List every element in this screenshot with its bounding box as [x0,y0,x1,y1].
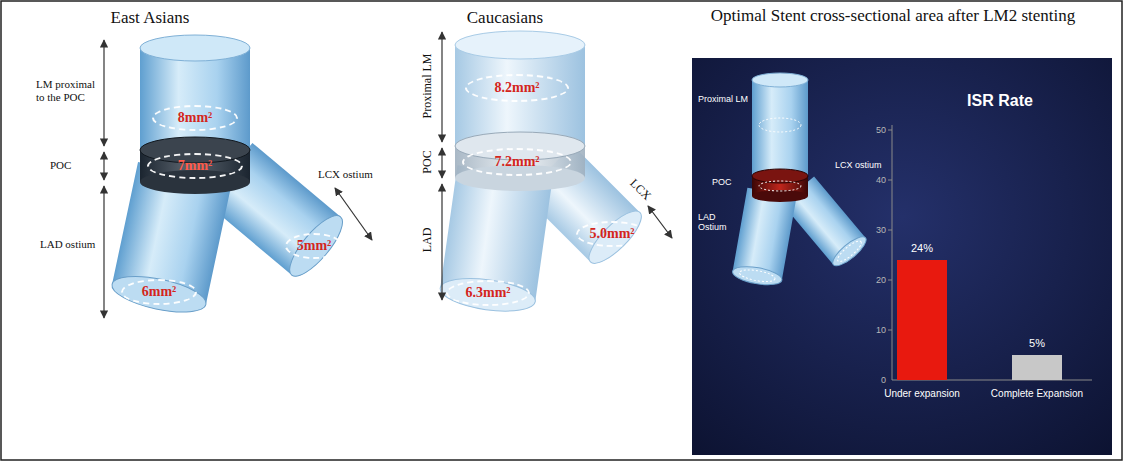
panel-title: Caucasians [467,8,543,28]
lcx-cylinder [829,232,870,270]
slide-background [692,58,1112,455]
dimension-arrow [648,206,672,238]
isr-slide [692,58,1112,455]
bar-chart [892,125,893,380]
dimension-arrow [441,148,442,178]
area-value: 6.3mm² [465,285,510,300]
area-value: 5.0mm² [589,226,634,241]
bar-category: Under expansion [884,388,960,400]
area-ellipse: 5.0mm² [576,221,647,247]
lad-cylinder [731,188,796,288]
segment-label: LAD ostium [40,238,102,251]
lcx-cylinder [835,238,864,264]
segment-label: LAD Ostium [698,212,732,233]
poc-band [455,132,585,191]
bar-value: 24% [911,242,933,255]
segment-label: POC [712,177,732,187]
dimension-arrow [103,40,104,146]
area-value: 7mm² [178,158,213,173]
area-value: 8mm² [178,110,213,125]
area-ellipse: 6.3mm² [446,280,530,306]
under-expansion-bar [897,260,947,380]
panel-title: Optimal Stent cross-sectional area after… [673,6,1113,26]
poc-band [140,170,250,194]
area-value: 8.2mm² [494,80,539,95]
lcx-cylinder [282,208,351,283]
lad-cylinder [731,263,783,287]
dimension-arrow [103,186,104,318]
lad-cylinder [438,273,537,316]
bar-chart [888,130,892,131]
poc-band [752,169,808,202]
bar-chart [888,230,892,231]
lm-cylinder [455,31,585,59]
area-ellipse: 6mm² [121,279,197,305]
poc-band [759,181,801,191]
complete-expansion-bar [1012,355,1062,380]
lm-cylinder [759,118,801,132]
bar-chart [888,280,892,281]
segment-label: POC [421,150,435,173]
chart-title: ISR Rate [967,92,1033,110]
area-ellipse: 7mm² [147,153,243,179]
area-ellipse: 7.2mm² [462,148,572,176]
caucasian-bifurcation [438,31,672,316]
lm-cylinder [140,35,250,61]
dimension-arrow [103,152,104,180]
axis-tick: 50 [876,125,886,135]
lm-cylinder [140,48,250,152]
lm-cylinder [752,80,808,178]
axis-tick: 30 [876,225,886,235]
axis-tick: 10 [876,325,886,335]
poc-band [140,137,250,194]
segment-label: LM proximal to the POC [36,78,100,103]
lm-cylinder [752,73,808,178]
dimension-arrow [441,184,442,300]
segment-label: POC [50,159,71,172]
lm-cylinder [752,73,808,87]
area-value: 5mm² [297,238,332,253]
lad-cylinder [109,270,209,319]
area-ellipse: 8.2mm² [465,74,569,102]
axis-tick: 0 [881,375,886,385]
lad-cylinder [731,188,796,288]
dimension-arrow [335,188,372,240]
poc-band [752,190,808,202]
area-value: 7.2mm² [494,154,539,169]
bar-chart [888,125,1092,380]
lcx-cylinder [582,204,648,270]
segment-label: LCX ostium [318,168,373,181]
segment-label: LCX ostium [835,160,882,170]
area-ellipse: 8mm² [152,105,238,131]
panel-title: East Asians [111,8,190,28]
east-asian-bifurcation [104,35,372,319]
area-value: 6mm² [142,284,177,299]
bar-category: Complete Expansion [991,388,1083,400]
poc-band [752,169,808,183]
segment-label: Proximal LM [698,94,748,104]
dimension-arrow [441,32,442,142]
area-ellipse: 5mm² [285,233,343,259]
lm-cylinder [140,35,250,152]
bar-chart [888,180,892,181]
axis-tick: 20 [876,275,886,285]
lad-cylinder [739,268,776,284]
bar-value: 5% [1029,337,1045,350]
bar-chart [888,330,892,331]
segment-label: Proximal LM [421,54,435,119]
segment-label: LCX [627,177,654,204]
axis-tick: 40 [876,175,886,185]
lm-cylinder [455,31,585,147]
segment-label: LAD [421,228,435,253]
